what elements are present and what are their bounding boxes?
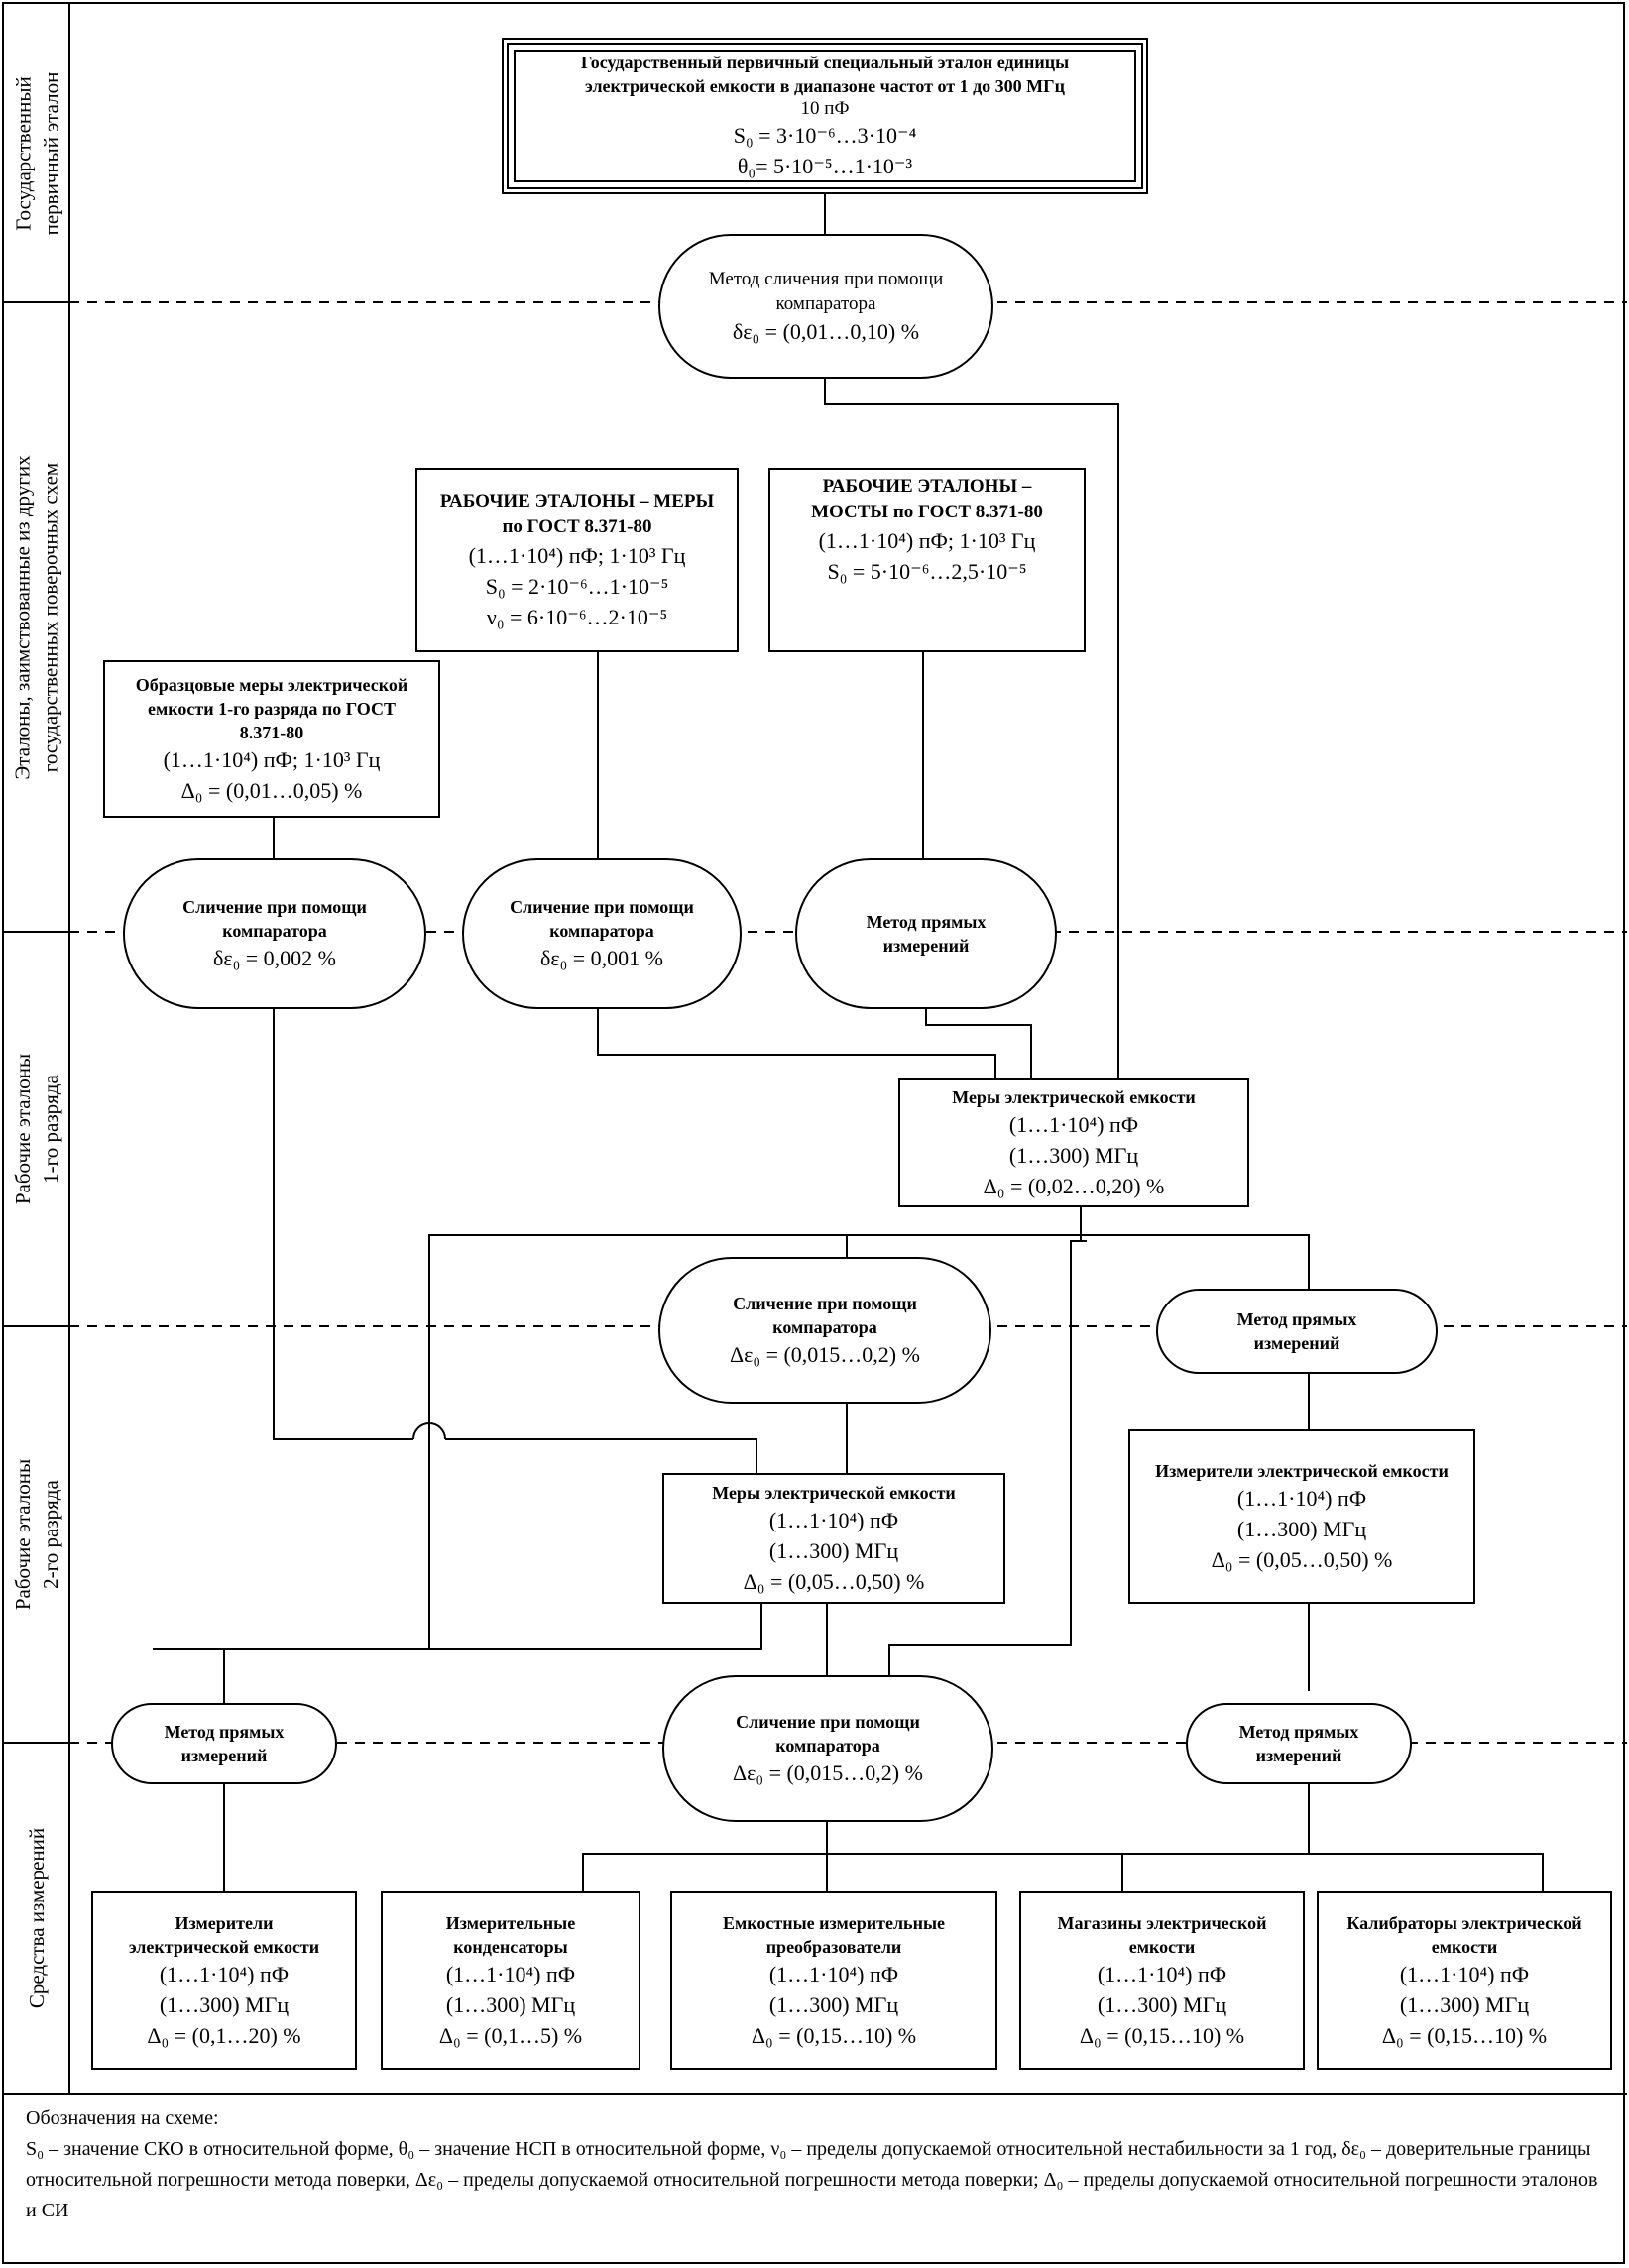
we-measures-box: РАБОЧИЕ ЭТАЛОНЫ – МЕРЫ по ГОСТ 8.371-80 … xyxy=(415,468,739,652)
legend-text: S₀ – значение СКО в относительной форме,… xyxy=(26,2138,1598,2221)
cmp-c-value: Δε₀ = (0,015…0,2) % xyxy=(730,1341,920,1367)
instrument-range-c: (1…1·10⁴) пФ xyxy=(445,1961,576,1986)
measures-2-box: Меры электрической емкости (1…1·10⁴) пФ … xyxy=(662,1473,1005,1604)
meters-2-range-c: (1…1·10⁴) пФ xyxy=(1236,1485,1367,1511)
measures-2-delta: Δ₀ = (0,05…0,50) % xyxy=(743,1568,925,1594)
instrument-range-c: (1…1·10⁴) пФ xyxy=(768,1961,899,1986)
direct-b-label: Метод прямых измерений xyxy=(1236,1309,1357,1353)
we-bridges-title: РАБОЧИЕ ЭТАЛОНЫ – МОСТЫ по ГОСТ 8.371-80 xyxy=(811,476,1043,522)
instrument-range-c: (1…1·10⁴) пФ xyxy=(1097,1961,1227,1986)
we-measures-s0: S₀ = 2·10⁻⁶…1·10⁻⁵ xyxy=(485,573,669,599)
instrument-range-f: (1…300) МГц xyxy=(768,1991,899,2017)
we-bridges-range: (1…1·10⁴) пФ; 1·10³ Гц xyxy=(818,528,1036,553)
instrument-title: Емкостные измерительные преобразователи xyxy=(723,1912,945,1957)
cmp-d-value: Δε₀ = (0,015…0,2) % xyxy=(733,1759,923,1785)
cmp-c-label: Сличение при помощи компаратора xyxy=(733,1293,917,1337)
instrument-title: Измерители электрической емкости xyxy=(128,1912,320,1957)
direct-a-label: Метод прямых измерений xyxy=(866,912,987,956)
instrument-box: Измерители электрической емкости (1…1·10… xyxy=(91,1891,357,2070)
we-measures-title: РАБОЧИЕ ЭТАЛОНЫ – МЕРЫ по ГОСТ 8.371-80 xyxy=(439,490,715,537)
ref-measures-title: Образцовые меры электрической емкости 1-… xyxy=(135,674,408,742)
direct-d-node: Метод прямых измерений xyxy=(1186,1703,1412,1784)
instrument-box: Измерительные конденсаторы (1…1·10⁴) пФ … xyxy=(381,1891,640,2070)
cmp-b-value: δε₀ = 0,001 % xyxy=(539,945,663,970)
primary-theta0: θ₀= 5·10⁻⁵…1·10⁻³ xyxy=(737,154,913,178)
cmp-c-node: Сличение при помощи компаратора Δε₀ = (0… xyxy=(658,1257,991,1404)
instrument-title: Измерительные конденсаторы xyxy=(445,1912,576,1957)
instrument-box: Калибраторы электрической емкости (1…1·1… xyxy=(1317,1891,1612,2070)
ref-measures-range: (1…1·10⁴) пФ; 1·10³ Гц xyxy=(163,746,381,772)
level-state-primary: Государственный первичный эталон xyxy=(11,71,62,235)
instrument-range-c: (1…1·10⁴) пФ xyxy=(159,1961,290,1986)
ref-measures-box: Образцовые меры электрической емкости 1-… xyxy=(103,660,440,818)
meters-2-range-f: (1…300) МГц xyxy=(1236,1516,1367,1541)
cmp-d-node: Сличение при помощи компаратора Δε₀ = (0… xyxy=(662,1675,993,1822)
ref-measures-delta: Δ₀ = (0,01…0,05) % xyxy=(180,777,363,803)
measures-1-range-c: (1…1·10⁴) пФ xyxy=(1008,1111,1139,1137)
measures-2-range-f: (1…300) МГц xyxy=(768,1537,899,1563)
instrument-delta: Δ₀ = (0,1…20) % xyxy=(147,2022,301,2048)
level-borrowed: Эталоны, заимствованные из других госуда… xyxy=(11,454,63,780)
primary-standard-box: Государственный первичный специальный эт… xyxy=(502,38,1148,194)
instrument-range-f: (1…300) МГц xyxy=(1399,1991,1530,2017)
method-top-value: δε₀ = (0,01…0,10) % xyxy=(732,318,920,344)
meters-2-delta: Δ₀ = (0,05…0,50) % xyxy=(1211,1546,1393,1572)
cmp-a-node: Сличение при помощи компаратора δε₀ = 0,… xyxy=(123,858,426,1009)
instrument-box: Магазины электрической емкости (1…1·10⁴)… xyxy=(1019,1891,1305,2070)
flow-connectors xyxy=(153,192,1544,1891)
we-measures-range: (1…1·10⁴) пФ; 1·10³ Гц xyxy=(468,542,686,568)
cmp-a-value: δε₀ = 0,002 % xyxy=(212,945,336,970)
meters-2-box: Измерители электрической емкости (1…1·10… xyxy=(1128,1429,1475,1604)
measures-2-range-c: (1…1·10⁴) пФ xyxy=(768,1507,899,1532)
direct-c-label: Метод прямых измерений xyxy=(164,1722,285,1765)
primary-s0: S₀ = 3·10⁻⁶…3·10⁻⁴ xyxy=(733,123,917,148)
we-bridges-s0: S₀ = 5·10⁻⁶…2,5·10⁻⁵ xyxy=(827,559,1027,584)
cmp-a-label: Сличение при помощи компаратора xyxy=(182,896,367,941)
instrument-title: Магазины электрической емкости xyxy=(1057,1912,1267,1957)
measures-1-range-f: (1…300) МГц xyxy=(1008,1142,1139,1168)
direct-b-node: Метод прямых измерений xyxy=(1156,1289,1438,1374)
cmp-b-node: Сличение при помощи компаратора δε₀ = 0,… xyxy=(462,858,742,1009)
instrument-delta: Δ₀ = (0,15…10) % xyxy=(1381,2022,1548,2048)
measures-2-title: Меры электрической емкости xyxy=(712,1482,956,1503)
cmp-d-label: Сличение при помощи компаратора xyxy=(736,1711,920,1756)
instrument-range-f: (1…300) МГц xyxy=(445,1991,576,2017)
measures-1-title: Меры электрической емкости xyxy=(952,1086,1196,1107)
direct-a-node: Метод прямых измерений xyxy=(795,858,1057,1009)
direct-c-node: Метод прямых измерений xyxy=(111,1703,337,1784)
instrument-title: Калибраторы электрической емкости xyxy=(1346,1912,1582,1957)
primary-title: Государственный первичный специальный эт… xyxy=(580,53,1070,96)
direct-d-label: Метод прямых измерений xyxy=(1238,1722,1359,1765)
instrument-delta: Δ₀ = (0,15…10) % xyxy=(751,2022,917,2048)
meters-2-title: Измерители электрической емкости xyxy=(1155,1460,1449,1481)
instrument-delta: Δ₀ = (0,15…10) % xyxy=(1079,2022,1245,2048)
we-bridges-box: РАБОЧИЕ ЭТАЛОНЫ – МОСТЫ по ГОСТ 8.371-80… xyxy=(768,468,1086,652)
level-working-2: Рабочие эталоны 2-го разряда xyxy=(11,1458,63,1611)
level-instruments: Средства измерений xyxy=(25,1827,50,2009)
level-working-1: Рабочие эталоны 1-го разряда xyxy=(11,1053,63,1205)
measures-1-box: Меры электрической емкости (1…1·10⁴) пФ … xyxy=(898,1078,1249,1207)
instrument-delta: Δ₀ = (0,1…5) % xyxy=(438,2022,583,2048)
instrument-range-c: (1…1·10⁴) пФ xyxy=(1399,1961,1530,1986)
primary-value: 10 пФ xyxy=(800,98,850,119)
method-top-label: Метод сличения при помощи компаратора xyxy=(708,268,944,314)
instrument-range-f: (1…300) МГц xyxy=(1097,1991,1227,2017)
we-measures-v0: ν₀ = 6·10⁻⁶…2·10⁻⁵ xyxy=(486,604,668,629)
method-top-node: Метод сличения при помощи компаратора δε… xyxy=(658,234,993,379)
instrument-box: Емкостные измерительные преобразователи … xyxy=(670,1891,997,2070)
legend-heading: Обозначения на схеме: xyxy=(26,2107,219,2129)
legend: Обозначения на схеме: S₀ – значение СКО … xyxy=(26,2103,1612,2226)
measures-1-delta: Δ₀ = (0,02…0,20) % xyxy=(983,1173,1165,1198)
cmp-b-label: Сличение при помощи компаратора xyxy=(510,896,694,941)
instrument-range-f: (1…300) МГц xyxy=(159,1991,290,2017)
